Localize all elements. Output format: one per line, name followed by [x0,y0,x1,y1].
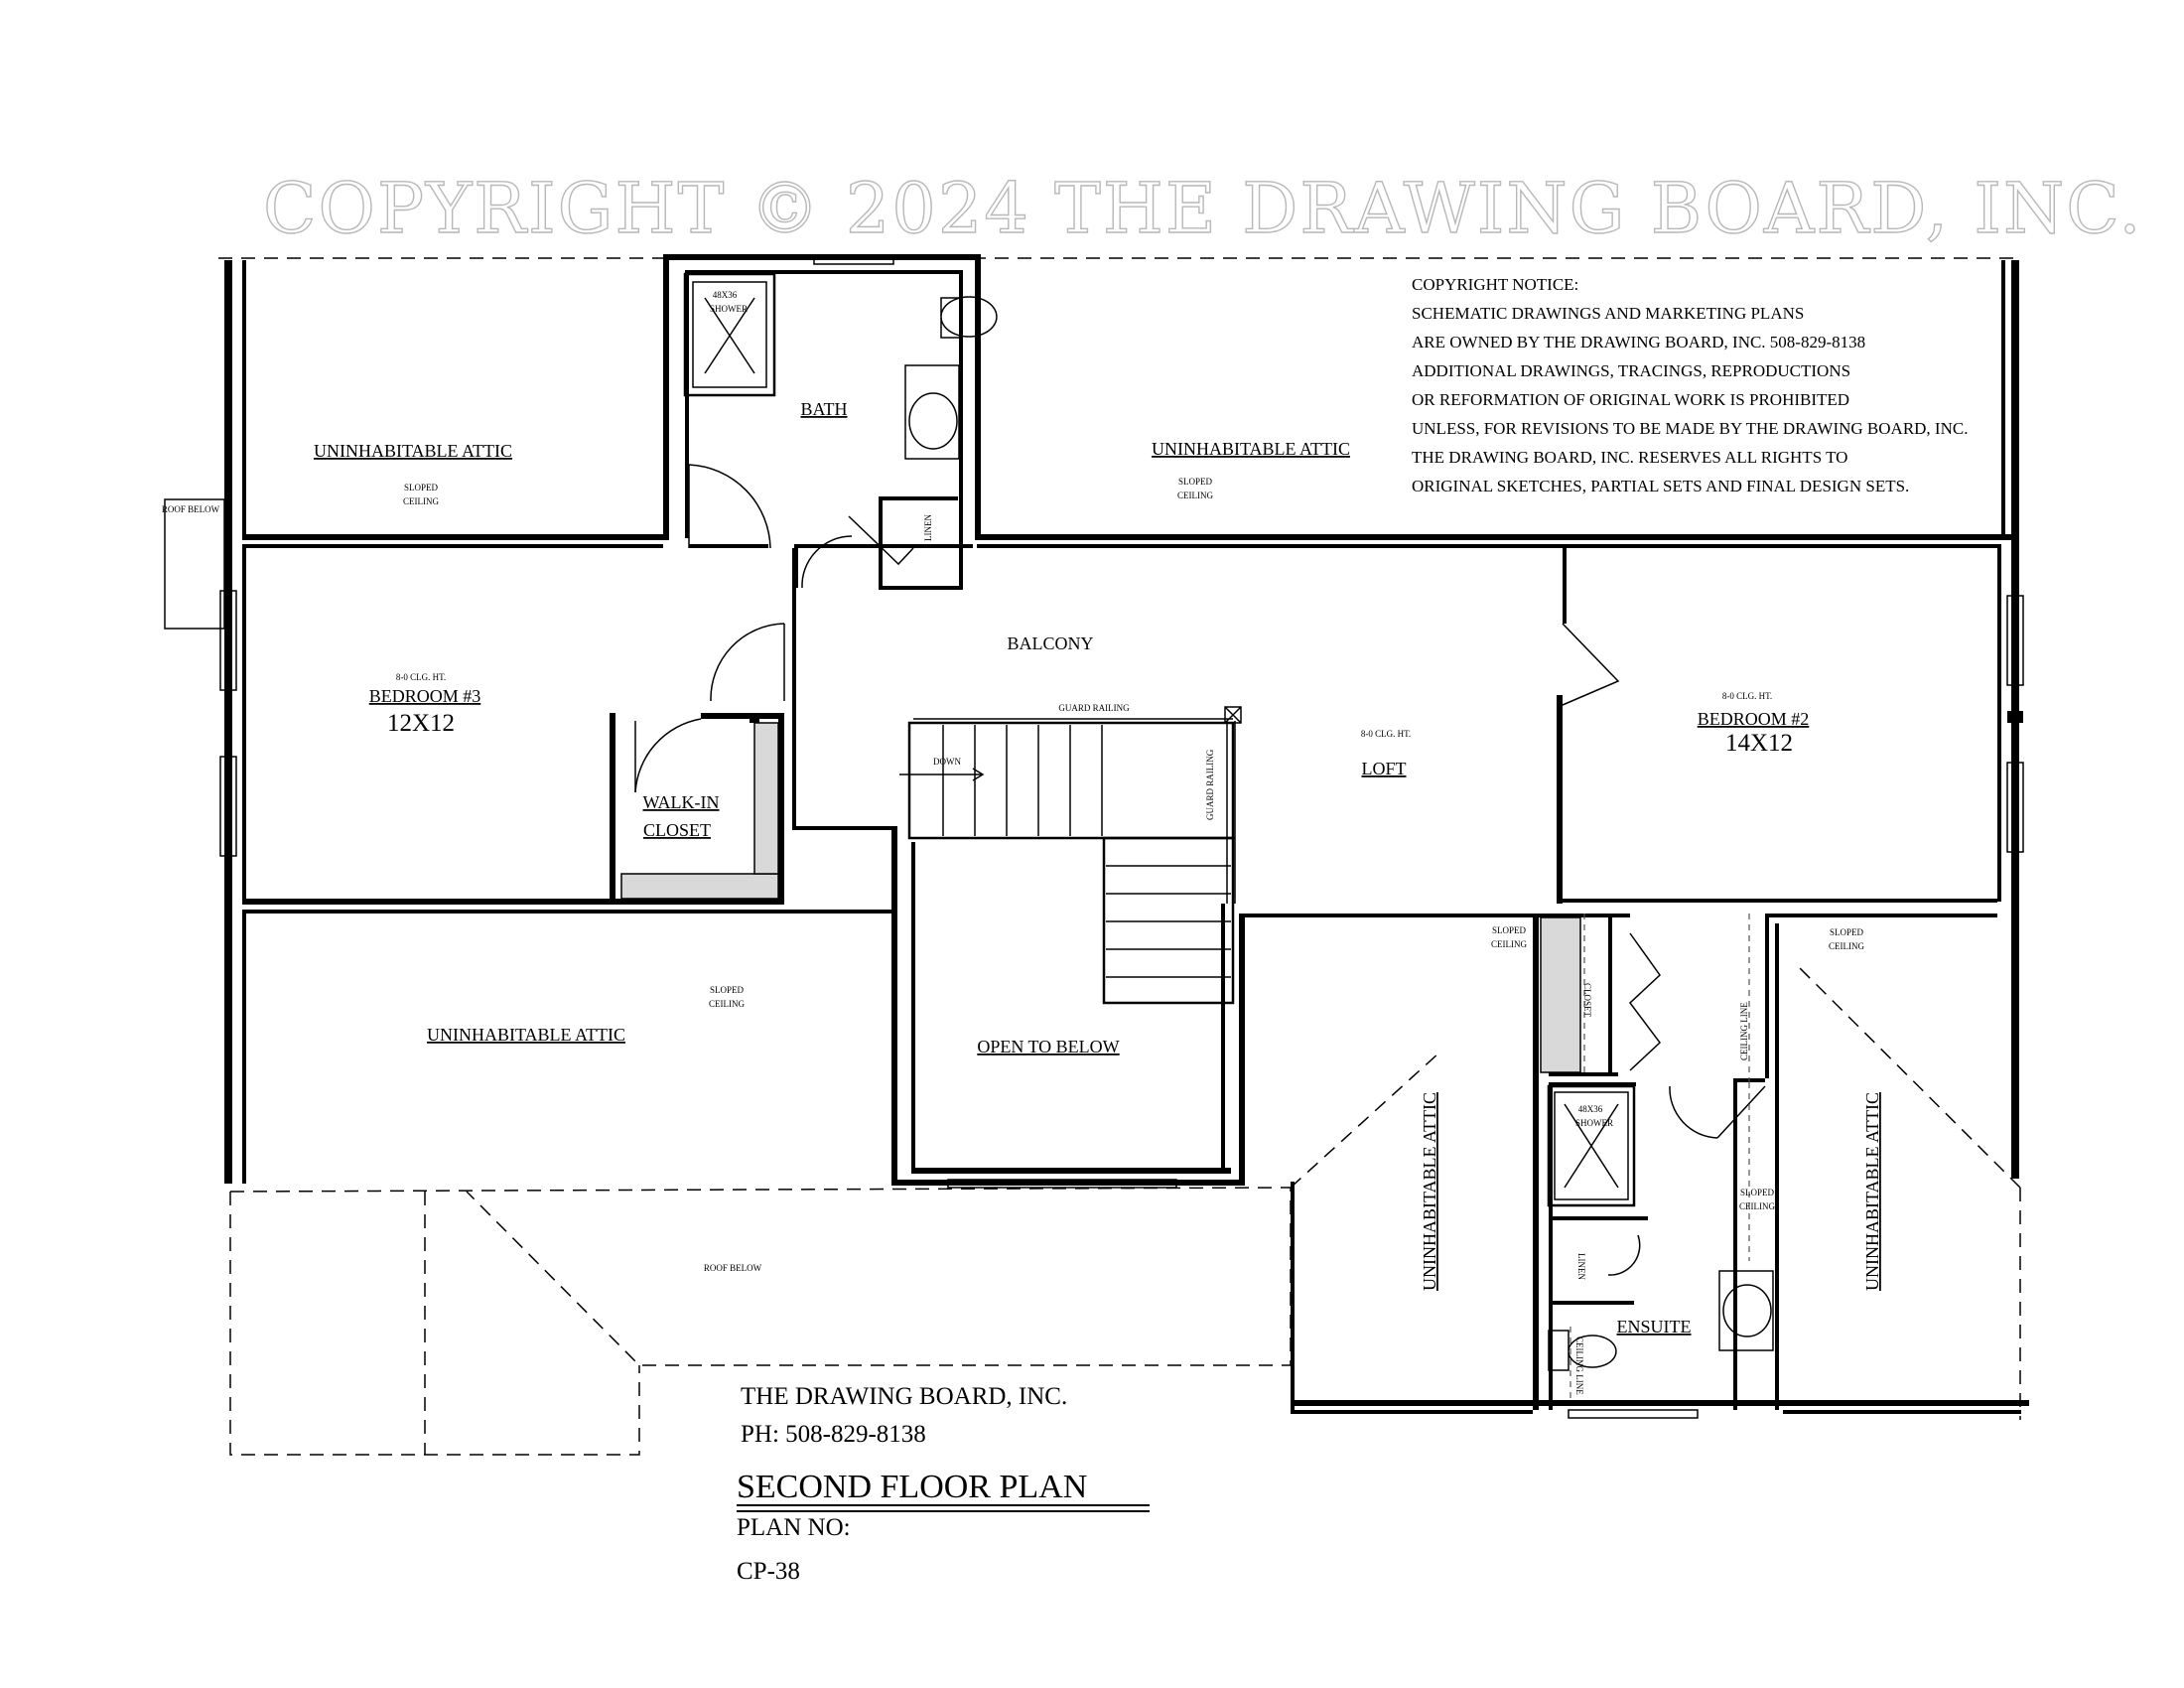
attic-label-top-left: UNINHABITABLE ATTIC [314,441,512,461]
copyright-watermark: COPYRIGHT © 2024 THE DRAWING BOARD, INC. [263,168,2143,249]
balcony-label: BALCONY [1007,633,1093,653]
bedroom2-clg-ht: 8-0 CLG. HT. [1722,691,1772,701]
notice-line: ORIGINAL SKETCHES, PARTIAL SETS AND FINA… [1412,477,1909,495]
notice-line: COPYRIGHT NOTICE: [1412,275,1578,294]
bath-shower-size: 48X36 [713,290,738,300]
ensuite-shower-label: SHOWER [1575,1118,1613,1128]
plan-no: CP-38 [737,1558,800,1585]
notice-line: OR REFORMATION OF ORIGINAL WORK IS PROHI… [1412,390,1849,409]
windows [219,255,2024,1419]
stair-down-note: DOWN [933,757,961,767]
ensuite-label: ENSUITE [1617,1317,1692,1336]
roof-below-note-bottom: ROOF BELOW [704,1263,762,1273]
ensuite-linen-label: LINEN [1576,1253,1586,1280]
company-name: THE DRAWING BOARD, INC. [741,1383,1067,1410]
copyright-notice: COPYRIGHT NOTICE: SCHEMATIC DRAWINGS AND… [1412,275,1968,495]
attic-label-ensuite-right: UNINHABITABLE ATTIC [1862,1092,1882,1291]
loft-clg-ht: 8-0 CLG. HT. [1361,729,1411,739]
open-to-below-label: OPEN TO BELOW [977,1037,1119,1056]
sloped-note: SLOPED [1492,925,1527,935]
notice-line: SCHEMATIC DRAWINGS AND MARKETING PLANS [1412,304,1804,323]
ceiling-note: CEILING [1177,491,1213,500]
roof-below-note-left: ROOF BELOW [162,504,220,514]
ceiling-note: CEILING [1739,1201,1775,1211]
notice-line: ARE OWNED BY THE DRAWING BOARD, INC. 508… [1412,333,1865,352]
closet-shelf [1540,916,1581,1073]
bedroom2-size: 14X12 [1725,730,1793,757]
title-block: THE DRAWING BOARD, INC. PH: 508-829-8138… [737,1383,1150,1585]
notice-line: UNLESS, FOR REVISIONS TO BE MADE BY THE … [1412,419,1968,438]
stairs [899,706,1242,1005]
ceiling-lines [1570,914,1750,1400]
walkin-label-line1: WALK-IN [643,792,720,812]
sloped-note: SLOPED [1740,1188,1775,1197]
company-phone: PH: 508-829-8138 [741,1421,926,1448]
walkin-shelf-right [753,722,779,875]
ceiling-note: CEILING [709,999,745,1009]
bedroom3-label: BEDROOM #3 [369,686,481,706]
ensuite-ceiling-line-note: CEILING LINE [1574,1336,1584,1395]
ensuite-fixtures [1547,1084,1774,1371]
sloped-note: SLOPED [1830,927,1864,937]
ceiling-line-note: CEILING LINE [1739,1002,1749,1060]
bath-linen-label: LINEN [923,514,933,541]
bedroom2-label: BEDROOM #2 [1698,709,1810,729]
loft-label: LOFT [1362,759,1407,778]
guard-railing-note-top: GUARD RAILING [1058,703,1130,713]
ceiling-note: CEILING [403,496,439,506]
ceiling-note: CEILING [1491,939,1527,949]
bath-label: BATH [800,399,847,419]
notice-line: THE DRAWING BOARD, INC. RESERVES ALL RIG… [1412,448,1847,467]
ceiling-note: CEILING [1829,941,1864,951]
closet-note: CLOSET [1582,983,1592,1018]
guard-railing-note-side: GUARD RAILING [1205,749,1215,820]
attic-label-bottom-left: UNINHABITABLE ATTIC [427,1025,625,1045]
bedroom3-size: 12X12 [387,710,455,737]
attic-label-top-right: UNINHABITABLE ATTIC [1152,439,1350,459]
plan-no-label: PLAN NO: [737,1514,851,1541]
plan-title: SECOND FLOOR PLAN [737,1469,1087,1505]
notice-line: ADDITIONAL DRAWINGS, TRACINGS, REPRODUCT… [1412,361,1850,380]
bath-shower-label: SHOWER [710,304,748,314]
attic-label-ensuite-left: UNINHABITABLE ATTIC [1420,1092,1439,1291]
walkin-shelf-bottom [620,873,779,900]
sloped-note: SLOPED [404,483,439,492]
roof-below-box [164,498,225,630]
bath-fixtures [683,272,998,460]
walkin-label-line2: CLOSET [643,820,711,840]
sloped-note: SLOPED [1178,477,1213,487]
sloped-note: SLOPED [710,985,745,995]
bedroom3-clg-ht: 8-0 CLG. HT. [396,672,446,682]
doors [634,464,1766,1276]
ensuite-shower-size: 48X36 [1578,1104,1603,1114]
